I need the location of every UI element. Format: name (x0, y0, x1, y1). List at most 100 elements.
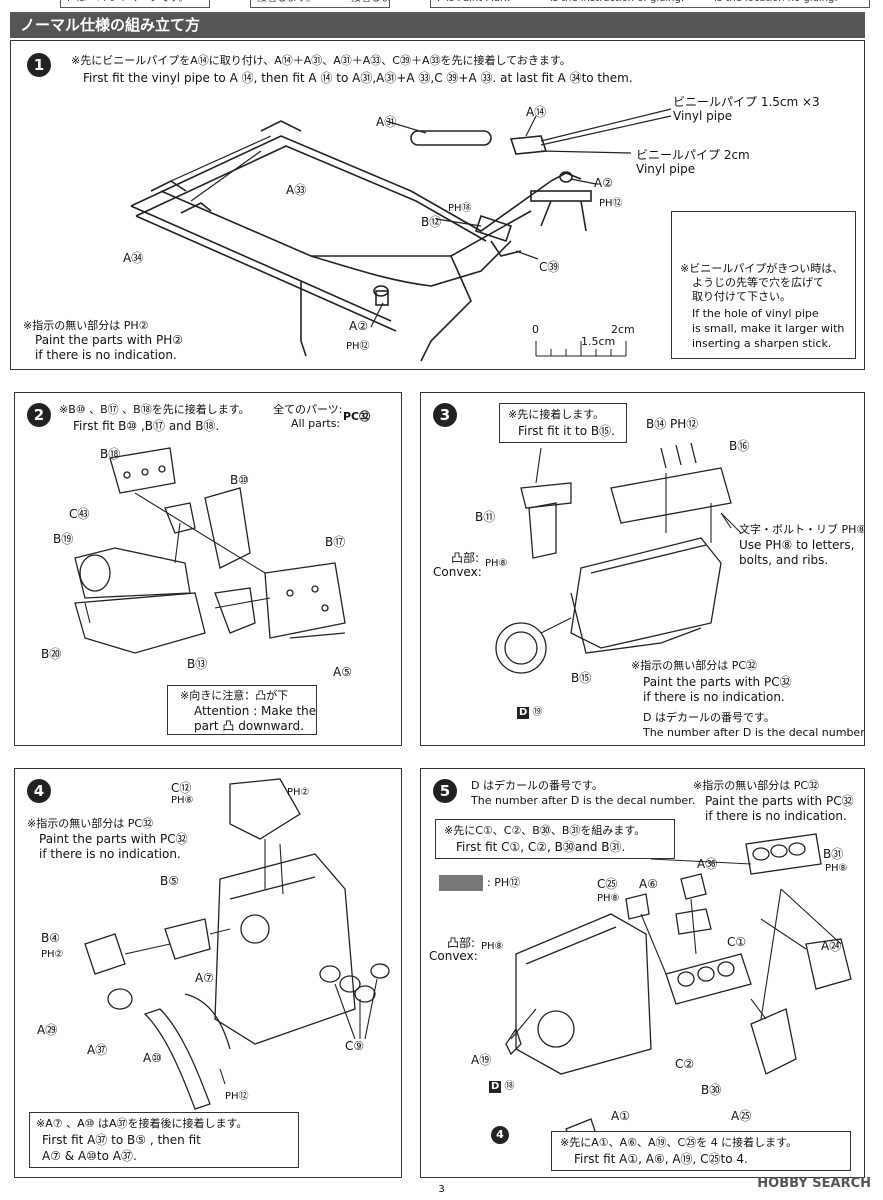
step3-panel: 3 ※先に接着します。 First fit it to B⑮. B⑭ PH⑫ B… (420, 392, 865, 746)
label-vinyl-pipe-1-jp: ビニールパイプ 1.5cm ×3 (673, 95, 820, 109)
label-b10: B⑩ (230, 473, 249, 487)
page-number: 3 (438, 1184, 445, 1195)
step2-all-parts-jp: 全てのパーツ: (273, 403, 343, 416)
label-a10: A⑩ (143, 1051, 162, 1065)
label-b13: B⑬ (187, 657, 208, 671)
step5-number: 5 (433, 779, 457, 803)
label-vinyl-pipe-2-en: Vinyl pipe (636, 162, 696, 176)
engine-side-diagram (84, 778, 390, 1110)
label-b16: B⑯ (729, 439, 750, 453)
label-a7: A⑦ (195, 971, 214, 985)
label-b5: B⑤ (160, 874, 179, 888)
letters-note-en1: Use PH⑧ to letters, (739, 538, 855, 552)
step5-decal-en: The number after D is the decal number. (471, 794, 696, 807)
label-convex-paint: PH⑧ (485, 558, 508, 569)
scale-zero: 0 (532, 323, 539, 336)
label-a2-bottom: A② (349, 319, 368, 333)
step4-order-en2: A⑦ & A⑩to A㊲. (42, 1149, 137, 1163)
label-ph12-bottom: PH⑫ (346, 341, 370, 352)
engine-top-diagram (495, 442, 742, 674)
label-a24: A㉔ (821, 939, 842, 953)
scale-end: 2cm (611, 323, 635, 336)
step1-paint-note-en1: Paint the parts with PH② (35, 333, 183, 347)
paint-swatch (439, 875, 483, 891)
step3-decal-jp: D はデカールの番号です。 (643, 711, 775, 724)
step2-number: 2 (27, 403, 51, 427)
tip-en-1: If the hole of vinyl pipe (692, 307, 819, 320)
step4-paint-en2: if there is no indication. (39, 847, 181, 861)
label-c1: C① (727, 935, 747, 949)
step5-final-box: ※先にA①、A⑥、A⑲、C㉕を 4 に接着します。 First fit A①, … (551, 1131, 851, 1171)
step4-order-jp: ※A⑦ 、A⑩ はA㊲を接着後に接着します。 (36, 1117, 248, 1130)
label-a5: A⑤ (333, 665, 352, 679)
label-c9: C⑨ (345, 1039, 365, 1053)
label-ph2-left: PH② (41, 949, 64, 960)
tip-jp-2: ようじの先等で穴を広げて (692, 276, 824, 289)
section-header: ノーマル仕様の組み立て方 (10, 12, 865, 38)
label-ph12-top: PH⑫ (599, 198, 623, 209)
legend-paint: P は ペイントマークです。 (60, 0, 210, 8)
watermark: HOBBY SEARCH (757, 1176, 871, 1191)
step5-prefit-box: ※先にC①、C②、B㉚、B㉛を組みます。 First fit C①, C②, B… (435, 819, 675, 859)
label-a6: A⑥ (639, 877, 658, 891)
label-vinyl-pipe-2-jp: ビニールパイプ 2cm (636, 148, 750, 162)
vinyl-tip-box: ※ビニールパイプがきつい時は、 ようじの先等で穴を広げて 取り付けて下さい。 I… (671, 211, 856, 359)
label-a31: A㉛ (376, 115, 397, 129)
step4-paint-jp: ※指示の無い部分は PC㉜ (27, 817, 154, 830)
step2-jp-instruction: ※B⑩ 、B⑰ 、B⑱を先に接着します。 (59, 403, 250, 416)
step2-attention-box: ※向きに注意：凸が下 Attention : Make the part 凸 d… (167, 685, 317, 735)
tip-en-2: is small, make it larger with (692, 322, 845, 335)
legend-glue: 接着します。 接着しません (250, 0, 390, 8)
label-b4: B④ (41, 931, 60, 945)
label-a1: A① (611, 1109, 630, 1123)
label-a37: A㊲ (87, 1043, 108, 1057)
label-decal-d19: D ⑲ (517, 707, 543, 719)
tip-en-3: inserting a sharpen stick. (692, 337, 832, 350)
step5-prefit-jp: ※先にC①、C②、B㉚、B㉛を組みます。 (444, 824, 646, 837)
letters-note-jp: 文字・ボルト・リブ PH⑧ (739, 523, 865, 536)
step3-prefit-jp: ※先に接着します。 (508, 408, 605, 421)
label-ph12: PH⑫ (225, 1091, 249, 1102)
step1-panel: 1 ※先にビニールパイプをA⑭に取り付け、A⑭＋A㉛、A㉛＋A㉝、C㊴＋A㉝を先… (10, 40, 865, 370)
step4-paint-en1: Paint the parts with PC㉜ (39, 832, 188, 846)
attention-jp: ※向きに注意：凸が下 (180, 689, 289, 702)
step1-paint-note-jp: ※指示の無い部分は PH② (23, 319, 149, 332)
step5-prefit-en: First fit C①, C②, B㉚and B㉛. (456, 840, 626, 854)
label-a14: A⑭ (526, 105, 547, 119)
scale-mid: 1.5cm (581, 335, 616, 348)
step1-jp-instruction: ※先にビニールパイプをA⑭に取り付け、A⑭＋A㉛、A㉛＋A㉝、C㊴＋A㉝を先に接… (71, 54, 571, 67)
gearbox-diagram (74, 447, 346, 654)
step5-paint-jp: ※指示の無い部分は PC㉜ (693, 779, 820, 792)
label-b18: B⑱ (100, 447, 121, 461)
label-ph8-c25: PH⑧ (597, 893, 620, 904)
step5-paint-en1: Paint the parts with PC㉜ (705, 794, 854, 808)
top-legend-strip: P は ペイントマークです。 接着します。 接着しません P is Paint … (0, 0, 883, 12)
step2-panel: 2 ※B⑩ 、B⑰ 、B⑱を先に接着します。 First fit B⑩ ,B⑰ … (14, 392, 402, 746)
attention-en2: part 凸 downward. (194, 719, 304, 733)
step3-paint-jp: ※指示の無い部分は PC㉜ (631, 659, 758, 672)
label-a25: A㉕ (731, 1109, 752, 1123)
label-b20: B⑳ (41, 647, 62, 661)
label-convex-jp-5: 凸部: (447, 936, 476, 950)
step3-prefit-box: ※先に接着します。 First fit it to B⑮. (499, 403, 627, 443)
label-b12: B⑫ (421, 215, 442, 229)
label-ph8-right: PH⑧ (825, 863, 848, 874)
label-b31: B㉛ (823, 847, 844, 861)
label-b14: B⑭ PH⑫ (646, 417, 699, 431)
attention-en1: Attention : Make the (194, 704, 317, 718)
step3-paint-en2: if there is no indication. (643, 690, 785, 704)
label-a36: A㊱ (697, 857, 718, 871)
step4-reference: 4 (491, 1126, 509, 1144)
swatch-label: : PH⑫ (487, 876, 521, 889)
step2-all-paint: PC㉜ (343, 410, 371, 423)
step3-paint-en1: Paint the parts with PC㉜ (643, 675, 792, 689)
step5-panel: 5 D はデカールの番号です。 The number after D is th… (420, 768, 865, 1178)
label-b11: B⑪ (475, 510, 496, 524)
label-ph2-top: PH② (287, 787, 310, 798)
label-c39: C㊴ (539, 260, 560, 274)
label-c12: C⑫ (171, 781, 192, 795)
label-b19: B⑲ (53, 532, 74, 546)
label-convex-en-5: Convex: (429, 949, 478, 963)
step2-all-parts-en: All parts: (291, 417, 341, 430)
label-convex-paint-5: PH⑧ (481, 941, 504, 952)
